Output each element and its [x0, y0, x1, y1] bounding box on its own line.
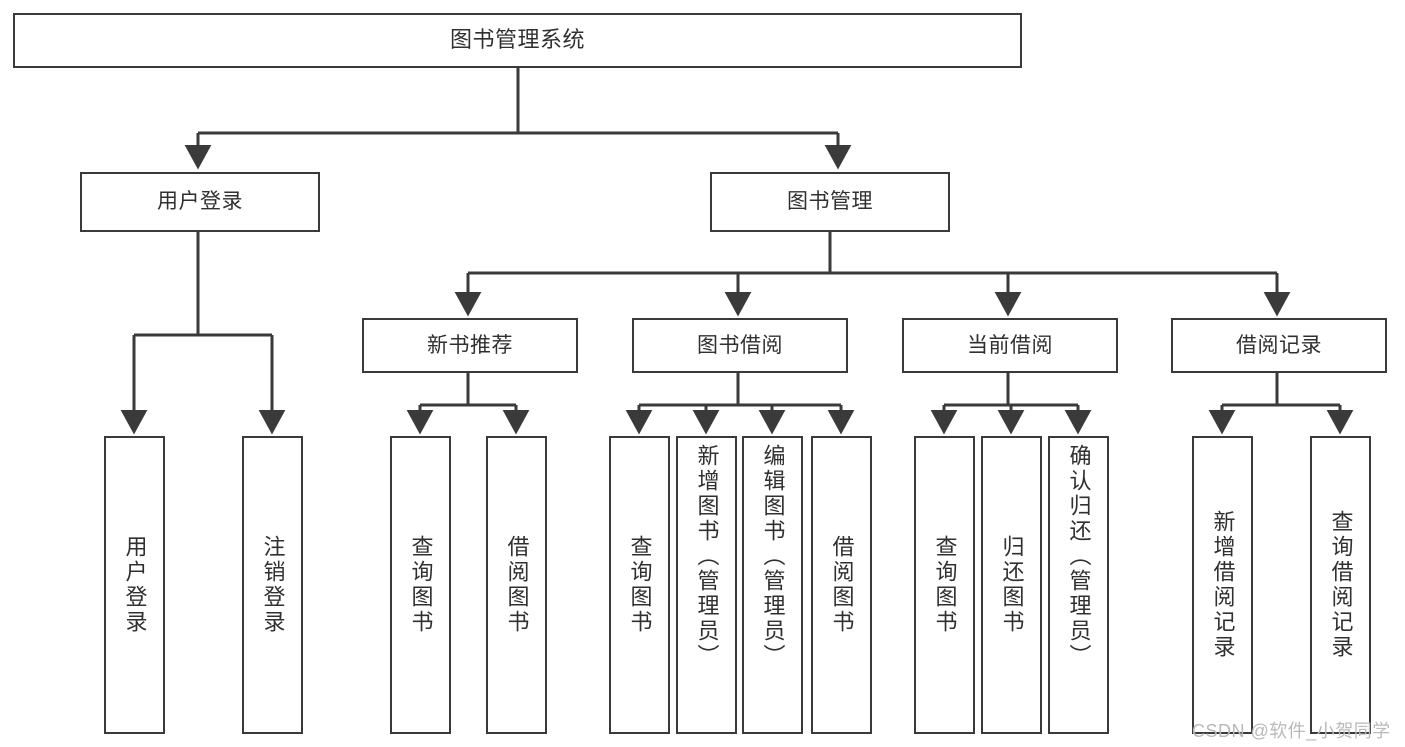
node-new-book-recommend[interactable]: 新书推荐 [362, 318, 578, 373]
node-leaf-borrow-book-recommend[interactable]: 借阅图书 [486, 436, 547, 734]
node-label: 查询图书 [408, 535, 434, 635]
node-label: 新增借阅记录 [1210, 510, 1236, 660]
node-label: 查询图书 [627, 535, 653, 635]
node-leaf-borrow-book-borrow[interactable]: 借阅图书 [811, 436, 872, 734]
node-label: 新增图书（管理员） [694, 444, 720, 669]
node-label: 借阅图书 [504, 535, 530, 635]
node-leaf-query-borrow-record[interactable]: 查询借阅记录 [1310, 436, 1371, 734]
node-label: 用户登录 [122, 535, 148, 635]
node-label: 新书推荐 [427, 333, 513, 357]
node-leaf-confirm-return-admin[interactable]: 确认归还（管理员） [1048, 436, 1109, 734]
node-leaf-query-book-recommend[interactable]: 查询图书 [390, 436, 451, 734]
node-label: 图书管理系统 [449, 27, 585, 53]
node-leaf-add-book-admin[interactable]: 新增图书（管理员） [676, 436, 737, 734]
node-label: 用户登录 [157, 190, 243, 214]
node-leaf-query-book-borrow[interactable]: 查询图书 [609, 436, 670, 734]
node-leaf-edit-book-admin[interactable]: 编辑图书（管理员） [742, 436, 803, 734]
node-label: 图书管理 [787, 190, 873, 214]
node-label: 当前借阅 [967, 333, 1053, 357]
node-label: 查询图书 [932, 535, 958, 635]
node-label: 借阅图书 [829, 535, 855, 635]
node-label: 确认归还（管理员） [1066, 444, 1092, 669]
node-label: 查询借阅记录 [1328, 510, 1354, 660]
csdn-watermark: CSDN @软件_小贺同学 [1192, 721, 1391, 741]
node-label: 编辑图书（管理员） [760, 444, 786, 669]
node-leaf-add-borrow-record[interactable]: 新增借阅记录 [1192, 436, 1253, 734]
node-leaf-user-login[interactable]: 用户登录 [104, 436, 165, 734]
node-label: 注销登录 [260, 535, 286, 635]
node-user-login[interactable]: 用户登录 [80, 172, 320, 232]
node-system-root[interactable]: 图书管理系统 [13, 13, 1022, 68]
node-leaf-logout-login[interactable]: 注销登录 [242, 436, 303, 734]
node-label: 图书借阅 [697, 333, 783, 357]
node-borrow-record[interactable]: 借阅记录 [1171, 318, 1387, 373]
node-current-borrow[interactable]: 当前借阅 [902, 318, 1118, 373]
node-book-management[interactable]: 图书管理 [710, 172, 950, 232]
node-book-borrow[interactable]: 图书借阅 [632, 318, 848, 373]
node-leaf-query-book-current[interactable]: 查询图书 [914, 436, 975, 734]
node-label: 归还图书 [999, 535, 1025, 635]
node-label: 借阅记录 [1236, 333, 1322, 357]
node-leaf-return-book[interactable]: 归还图书 [981, 436, 1042, 734]
